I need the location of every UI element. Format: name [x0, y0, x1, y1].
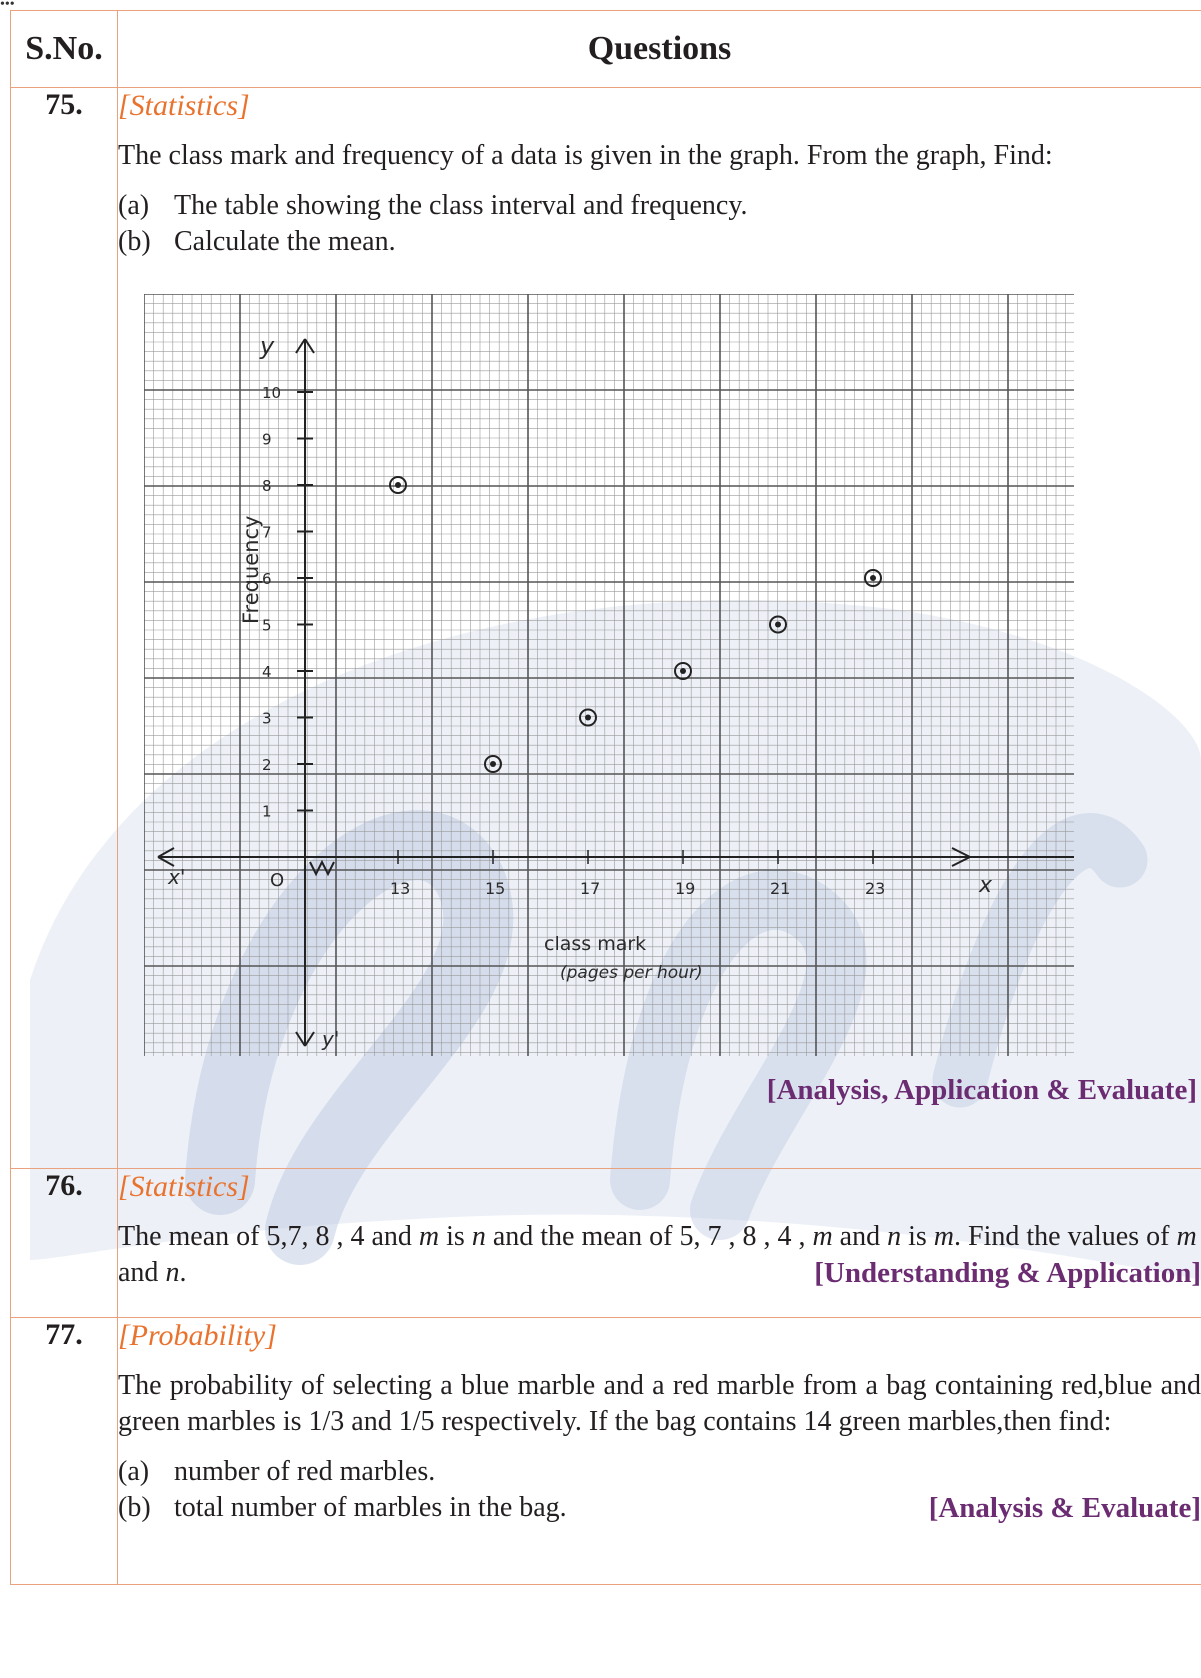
questions-table: S.No. Questions 75. [Statistics] The cla… — [10, 10, 1201, 1585]
question-body: [Statistics] The class mark and frequenc… — [117, 87, 1201, 1169]
part-label: (a) — [118, 1456, 150, 1487]
origin-label: O — [270, 870, 284, 891]
corner-mark: ••• — [0, 0, 15, 12]
axis-break-icon — [309, 859, 335, 877]
data-point — [674, 662, 692, 680]
question-number: 75. — [10, 87, 118, 1169]
question-row-75: 75. [Statistics] The class mark and freq… — [10, 87, 1201, 1169]
x-pos-label: x — [978, 873, 993, 898]
data-point — [769, 615, 787, 634]
y-tick-label: 7 — [262, 524, 272, 542]
question-text: The probability of selecting a blue marb… — [118, 1370, 1201, 1437]
header-row: S.No. Questions — [10, 10, 1201, 88]
variable-n: n — [165, 1257, 180, 1288]
question-number: 77. — [10, 1317, 118, 1585]
question-topic: [Statistics] — [118, 89, 250, 122]
x-pos-arrow-icon — [951, 847, 971, 867]
question-row-76: 76. [Statistics] The mean of 5,7, 8 , 4 … — [10, 1168, 1201, 1318]
part-text: Calculate the mean. — [174, 226, 396, 257]
y-tick-label: 8 — [262, 477, 272, 495]
question-topic: [Probability] — [118, 1319, 277, 1352]
question-tag: [Understanding & Application] — [814, 1257, 1201, 1289]
part-label: (b) — [118, 226, 151, 257]
y-tick-label: 10 — [262, 384, 281, 402]
question-tag: [Analysis, Application & Evaluate] — [766, 1074, 1197, 1106]
text-part: . Find the values of — [954, 1221, 1177, 1252]
question-part-b: (b) Calculate the mean. — [118, 224, 1201, 260]
y-tick-label: 3 — [262, 710, 272, 728]
text-part: and — [832, 1221, 888, 1252]
y-axis-label: Frequency — [239, 516, 263, 625]
text-part: is — [901, 1221, 934, 1252]
data-point-dot — [775, 621, 781, 628]
question-number: 76. — [10, 1168, 118, 1318]
y-tick-label: 2 — [262, 756, 272, 774]
part-text: The table showing the class interval and… — [174, 190, 748, 221]
question-text: The mean of 5,7, 8 , 4 and m is n and th… — [118, 1219, 1201, 1291]
variable-m: m — [418, 1221, 440, 1252]
data-point — [484, 755, 502, 773]
data-point-dot — [585, 714, 591, 721]
question-part-a: (a) The table showing the class interval… — [118, 188, 1201, 224]
variable-m: m — [933, 1221, 955, 1252]
text-part: and the mean of 5, 7 , 8 , 4 , — [485, 1221, 813, 1252]
y-neg-arrow-icon — [295, 1031, 315, 1047]
text-part: . — [179, 1257, 187, 1288]
y-arrow-label: y — [259, 332, 275, 360]
data-point — [864, 569, 882, 587]
data-point-dot — [870, 575, 876, 581]
x-neg-label: x' — [167, 865, 185, 889]
x-tick-label: 21 — [770, 879, 790, 898]
variable-m: m — [812, 1221, 833, 1252]
variable-n: n — [471, 1221, 486, 1252]
text-part: is — [439, 1221, 472, 1252]
x-axis-label: class mark — [544, 933, 646, 955]
variable-n: n — [887, 1221, 902, 1252]
question-part-b: (b) total number of marbles in the bag. … — [118, 1490, 1201, 1526]
question-topic: [Statistics] — [118, 1170, 250, 1203]
data-point-dot — [395, 482, 401, 488]
data-point-dot — [680, 668, 686, 674]
data-point — [389, 476, 407, 494]
y-tick-label: 5 — [262, 617, 272, 635]
data-point-dot — [490, 761, 496, 767]
question-row-77: 77. [Probability] The probability of sel… — [10, 1317, 1201, 1585]
sno-header: S.No. — [10, 10, 118, 88]
x-tick-label: 15 — [485, 879, 505, 898]
x-neg-arrow-icon — [157, 847, 175, 867]
text-part: The mean of 5,7, 8 , 4 and — [118, 1221, 419, 1252]
y-tick-label: 9 — [262, 431, 272, 449]
question-tag: [Analysis & Evaluate] — [928, 1492, 1201, 1524]
x-axis-sub-label: (pages per hour) — [560, 963, 703, 983]
question-part-a: (a) number of red marbles. — [118, 1454, 1201, 1490]
x-tick-label: 23 — [865, 879, 885, 898]
x-tick-label: 17 — [580, 879, 600, 898]
question-text: The class mark and frequency of a data i… — [118, 140, 1053, 171]
y-tick-label: 1 — [262, 803, 272, 821]
x-tick-label: 19 — [675, 879, 695, 898]
part-label: (b) — [118, 1492, 151, 1523]
y-tick-label: 6 — [262, 570, 272, 588]
question-body: [Statistics] The mean of 5,7, 8 , 4 and … — [117, 1168, 1201, 1318]
y-pos-arrow-icon — [295, 338, 315, 354]
part-text: number of red marbles. — [174, 1456, 436, 1487]
question-body: [Probability] The probability of selecti… — [117, 1317, 1201, 1585]
part-text: total number of marbles in the bag. — [174, 1492, 567, 1523]
variable-m: m — [1176, 1221, 1197, 1252]
questions-header: Questions — [117, 10, 1201, 88]
x-tick-label: 13 — [390, 879, 410, 898]
text-part: and — [118, 1257, 166, 1288]
data-point — [579, 708, 597, 727]
y-tick-label: 4 — [262, 663, 272, 681]
y-neg-label: y' — [321, 1027, 339, 1051]
part-label: (a) — [118, 190, 150, 221]
